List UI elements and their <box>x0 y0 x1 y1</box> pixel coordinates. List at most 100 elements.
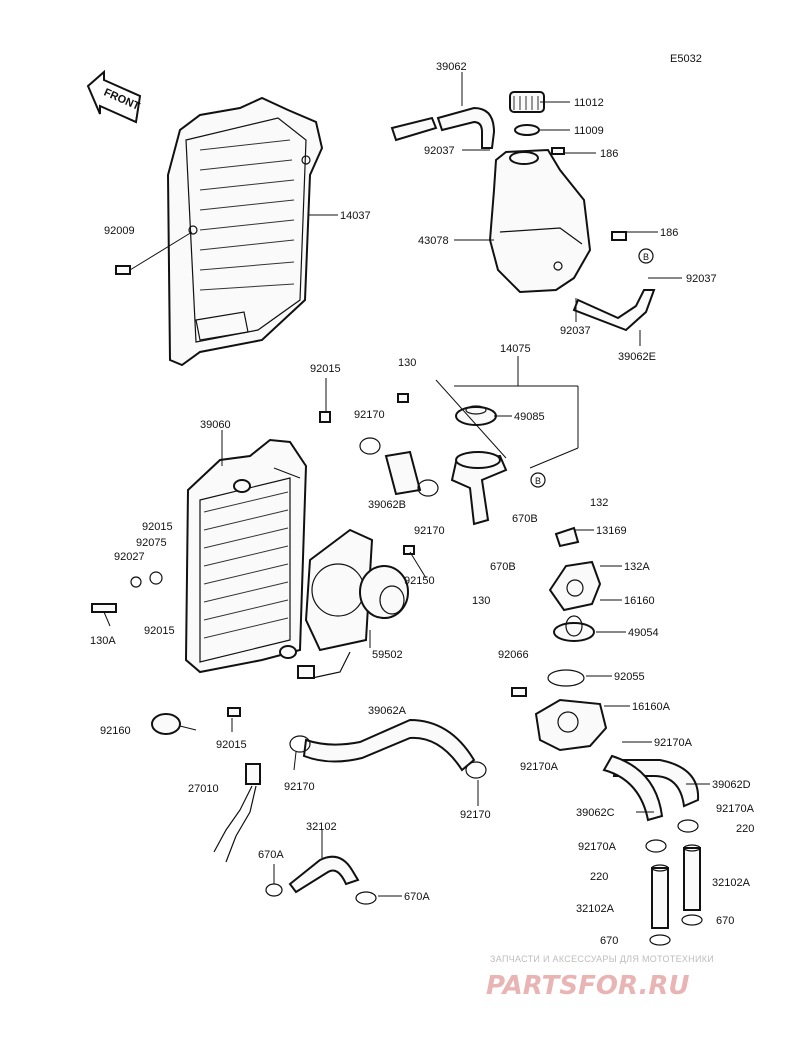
callout-186-a: 186 <box>600 148 618 160</box>
callout-220-a: 220 <box>736 823 754 835</box>
thermostat-cover-16160 <box>548 560 602 612</box>
callout-92055: 92055 <box>614 671 645 683</box>
callout-670A: 670A <box>258 849 284 861</box>
callout-b-1: B <box>643 252 649 262</box>
callout-27010: 27010 <box>188 783 219 795</box>
callout-92037-c: 92037 <box>560 325 591 337</box>
callout-39062A: 39062A <box>368 705 407 717</box>
callout-670A-b: 670A <box>404 891 430 903</box>
clamp-92170-c <box>289 735 311 753</box>
front-arrow-icon: FRONT <box>86 69 142 124</box>
callout-92015-c: 92015 <box>144 625 175 637</box>
callout-670B-b: 670B <box>490 561 516 573</box>
callout-92170-a: 92170 <box>354 409 385 421</box>
callout-32102A-b: 32102A <box>576 903 615 915</box>
o-ring-670-a <box>681 914 703 926</box>
bolt-92150 <box>403 545 415 555</box>
callout-186-b: 186 <box>660 227 678 239</box>
thermostat-49054 <box>553 615 595 642</box>
callout-92170A-a: 92170A <box>654 737 693 749</box>
callout-220-b: 220 <box>590 871 608 883</box>
radiator-core-39060 <box>184 438 308 674</box>
bracket-13169 <box>554 526 580 548</box>
filler-neck-14075 <box>450 451 508 526</box>
callout-132: 132 <box>590 497 608 509</box>
callout-92170-b: 92170 <box>414 525 445 537</box>
marker-b-circle-2 <box>530 472 546 488</box>
callout-14075: 14075 <box>500 343 531 355</box>
hose-39062B <box>384 450 422 496</box>
callout-92015-a: 92015 <box>310 363 341 375</box>
hose-39062C <box>602 754 664 822</box>
callout-32102A: 32102A <box>712 877 751 889</box>
callout-13169: 13169 <box>596 525 627 537</box>
callout-92027: 92027 <box>114 551 145 563</box>
reservoir-cap-11012 <box>509 91 545 113</box>
callout-39062C: 39062C <box>576 807 615 819</box>
callout-b-2: B <box>535 476 541 486</box>
callout-92015-b: 92015 <box>142 521 173 533</box>
callout-32102: 32102 <box>306 821 337 833</box>
callout-132A: 132A <box>624 561 650 573</box>
fan-switch-27010 <box>213 763 261 863</box>
callout-92160: 92160 <box>100 725 131 737</box>
washer-92027 <box>130 576 142 588</box>
marker-b-circle <box>638 248 654 264</box>
callout-39062D: 39062D <box>712 779 751 791</box>
callout-92015-d: 92015 <box>216 739 247 751</box>
clamp-92170-b <box>417 479 439 497</box>
bolt-92009 <box>115 231 193 275</box>
grommet-92160 <box>151 713 181 735</box>
thermostat-housing-16160A <box>534 698 608 752</box>
callout-16160: 16160 <box>624 595 655 607</box>
callout-92170A-b: 92170A <box>520 761 559 773</box>
cap-seal-11009 <box>514 124 540 136</box>
callout-92009: 92009 <box>104 225 135 237</box>
callout-39062E: 39062E <box>618 351 656 363</box>
overflow-hose-39062E <box>572 289 656 332</box>
callout-92150: 92150 <box>404 575 435 587</box>
bolt-130A <box>91 603 117 613</box>
callout-670B-a: 670B <box>512 513 538 525</box>
callout-92037-b: 92037 <box>686 273 717 285</box>
pipe-32102A-right <box>683 844 701 911</box>
diagram-code: E5032 <box>670 53 702 65</box>
clamp-92170-d <box>465 761 487 779</box>
cooling-fan-59502 <box>297 528 409 679</box>
callout-92170A-c: 92170A <box>716 803 755 815</box>
callout-92075: 92075 <box>136 537 167 549</box>
sensor-92066 <box>511 687 527 697</box>
clamp-92170-a <box>359 437 381 455</box>
callout-130A: 130A <box>90 635 116 647</box>
reservoir-hose-39062 <box>390 106 496 149</box>
clamp-92170A-c <box>677 819 699 833</box>
callout-11009: 11009 <box>574 125 604 137</box>
clip-92015 <box>227 707 241 717</box>
callout-92066: 92066 <box>498 649 529 661</box>
callout-11012: 11012 <box>574 97 604 109</box>
leader-lines <box>103 72 710 897</box>
callout-92170-d: 92170 <box>460 809 491 821</box>
pipe-32102A-left <box>651 864 669 929</box>
callout-39062: 39062 <box>436 61 467 73</box>
callout-39062B: 39062B <box>368 499 406 511</box>
o-ring-92055 <box>547 669 585 687</box>
grommet-92075 <box>149 571 163 585</box>
watermark-tagline: ЗАПЧАСТИ И АКСЕССУАРЫ ДЛЯ МОТОТЕХНИКИ <box>490 954 714 964</box>
clip-92015-top <box>319 411 331 423</box>
bolt-130 <box>397 393 409 403</box>
o-ring-670A <box>265 883 283 897</box>
callout-49054: 49054 <box>628 627 659 639</box>
watermark: ЗАПЧАСТИ И АКСЕССУАРЫ ДЛЯ МОТОТЕХНИКИ PA… <box>486 954 714 1001</box>
callout-92037-a: 92037 <box>424 145 455 157</box>
hose-39062A <box>302 718 476 772</box>
reservoir-tank-43078 <box>488 147 627 294</box>
clamp-92170A-d <box>645 839 667 853</box>
callout-14037: 14037 <box>340 210 371 222</box>
watermark-brand: PARTSFOR.RU <box>486 971 689 1001</box>
callout-130: 130 <box>398 357 416 369</box>
part-callouts: 39062 11012 11009 92037 186 92009 14037 … <box>90 61 755 947</box>
callout-670-b: 670 <box>600 935 618 947</box>
o-ring-670-b <box>649 934 671 946</box>
